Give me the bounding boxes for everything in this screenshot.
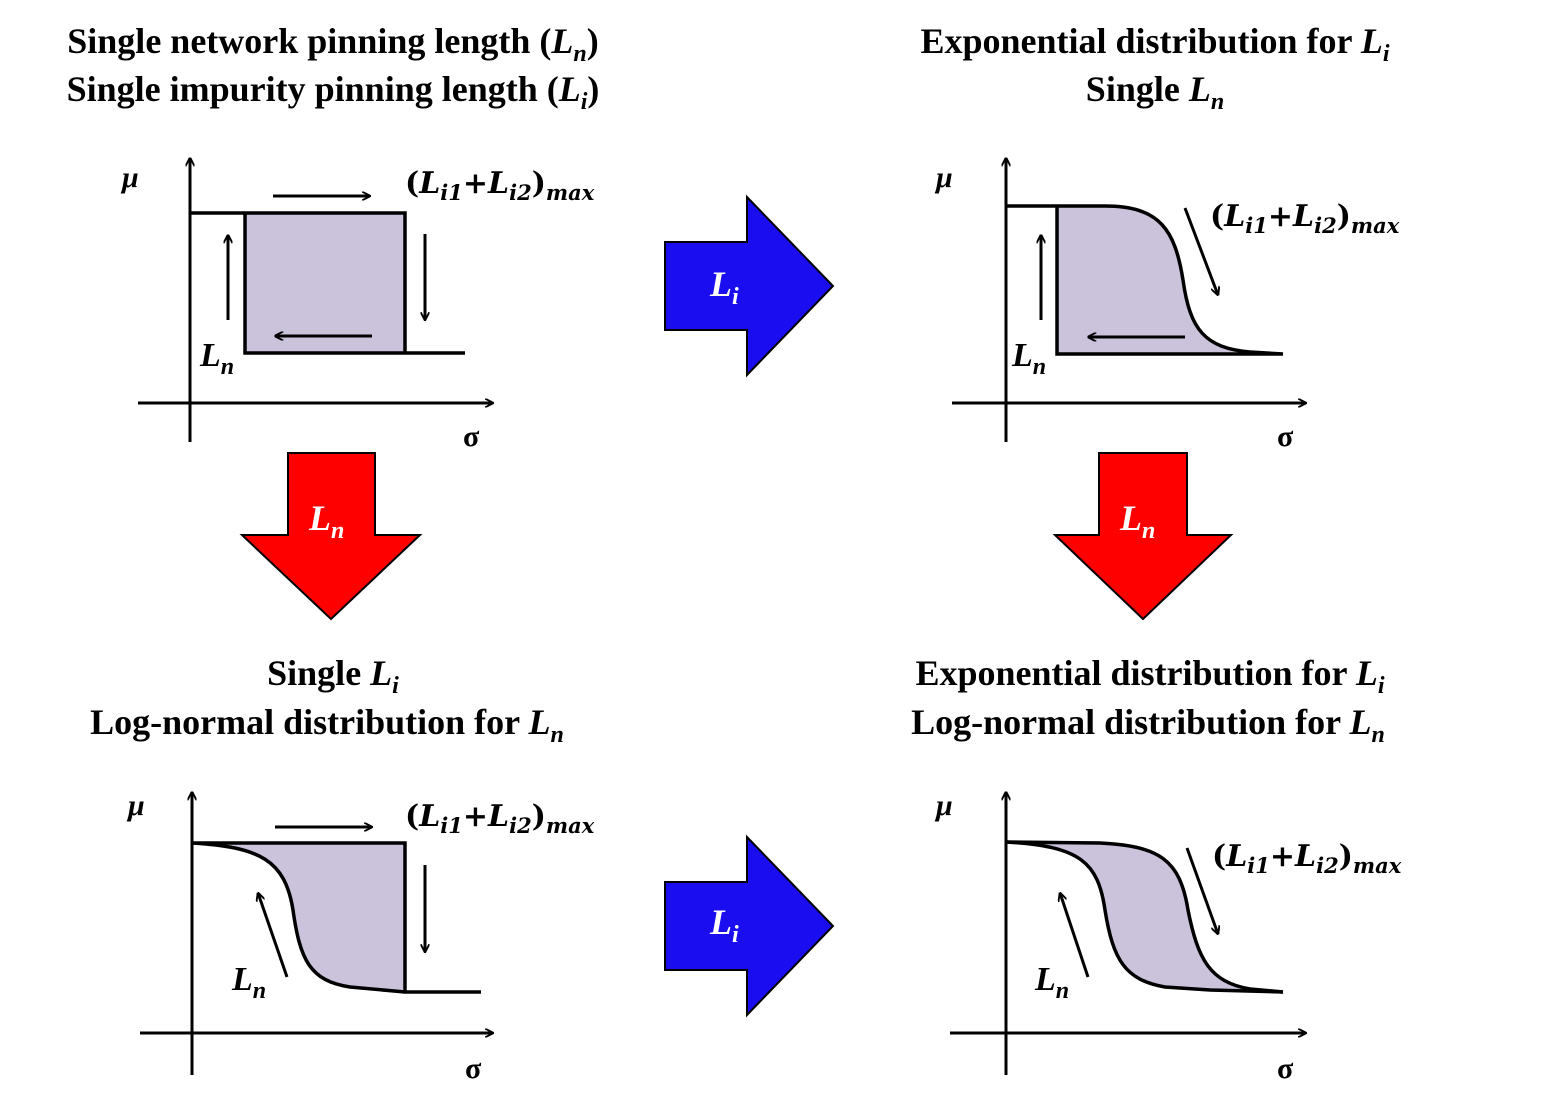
svg-text:Single Li: Single Li (267, 653, 399, 699)
arrow-down-right (1183, 207, 1218, 295)
svg-text:Li: Li (709, 902, 739, 948)
title-bottom-left: Single Li Log-normal distribution for Ln (90, 653, 564, 748)
transition-arrow-li-bottom: Li (664, 834, 835, 1018)
max-label: (Li1+Li2)max (1212, 839, 1402, 878)
x-axis-label: σ (465, 1052, 482, 1085)
title-bottom-right: Exponential distribution for Li Log-norm… (911, 653, 1385, 748)
panel-bottom-left: μ σ Ln (Li1+Li2)max (126, 789, 595, 1085)
hysteresis-curve-upper (1005, 840, 1284, 994)
y-axis-label: μ (934, 161, 953, 194)
svg-text:Exponential distribution for L: Exponential distribution for Li (915, 653, 1384, 699)
hysteresis-loop-area (245, 213, 405, 353)
panel-bottom-right: μ σ Ln (Li1+Li2)max (934, 789, 1402, 1085)
x-axis-label: σ (463, 420, 480, 453)
svg-text:Ln: Ln (1119, 498, 1155, 544)
y-axis-label: μ (934, 789, 953, 822)
red-down-arrow (1052, 452, 1234, 621)
hysteresis-loop-area (1057, 206, 1283, 354)
svg-text:Single Ln: Single Ln (1086, 69, 1224, 115)
max-label: (Li1+Li2)max (405, 799, 595, 838)
svg-text:Log-normal distribution for Ln: Log-normal distribution for Ln (90, 702, 564, 748)
title-top-left: Single network pinning length (Ln) Singl… (67, 21, 600, 115)
y-axis-label: μ (120, 161, 139, 194)
transition-arrow-ln-left: Ln (239, 452, 423, 621)
panel-top-right: μ σ Ln (Li1+Li2)max (934, 158, 1400, 453)
title-top-right: Exponential distribution for Li Single L… (920, 21, 1389, 115)
panel-top-left: μ σ Ln (Li1+Li2)max (120, 158, 595, 453)
max-label: (Li1+Li2)max (405, 166, 595, 205)
arrow-up-left (1060, 893, 1090, 978)
arrow-up-left (258, 893, 289, 978)
hysteresis-curve (191, 841, 481, 994)
svg-text:Li: Li (709, 264, 739, 310)
hysteresis-curve (1006, 204, 1284, 356)
transition-arrow-li-top: Li (664, 194, 835, 378)
transition-arrow-ln-right: Ln (1052, 452, 1234, 621)
svg-text:Log-normal distribution for Ln: Log-normal distribution for Ln (911, 702, 1385, 748)
ln-label: Ln (1034, 961, 1069, 1004)
x-axis-label: σ (1277, 420, 1294, 453)
red-down-arrow (239, 452, 423, 621)
hysteresis-loop-area (1020, 842, 1283, 992)
svg-text:Single impurity pinning length: Single impurity pinning length (Li) (67, 69, 600, 115)
x-axis-label: σ (1277, 1052, 1294, 1085)
arrow-down-right (1185, 847, 1218, 934)
ln-label: Ln (199, 337, 234, 380)
y-axis-label: μ (126, 789, 145, 822)
svg-text:Ln: Ln (308, 498, 344, 544)
hysteresis-curve-lower (1005, 840, 1284, 994)
blue-right-arrow (664, 194, 835, 378)
max-label: (Li1+Li2)max (1210, 199, 1400, 238)
svg-text:Exponential distribution for L: Exponential distribution for Li (920, 21, 1389, 67)
hysteresis-loop-area (205, 844, 405, 991)
blue-right-arrow (664, 834, 835, 1018)
hysteresis-curve (190, 211, 465, 355)
ln-label: Ln (231, 961, 266, 1004)
ln-label: Ln (1011, 337, 1046, 380)
svg-text:Single network pinning length: Single network pinning length (Ln) (67, 21, 598, 67)
